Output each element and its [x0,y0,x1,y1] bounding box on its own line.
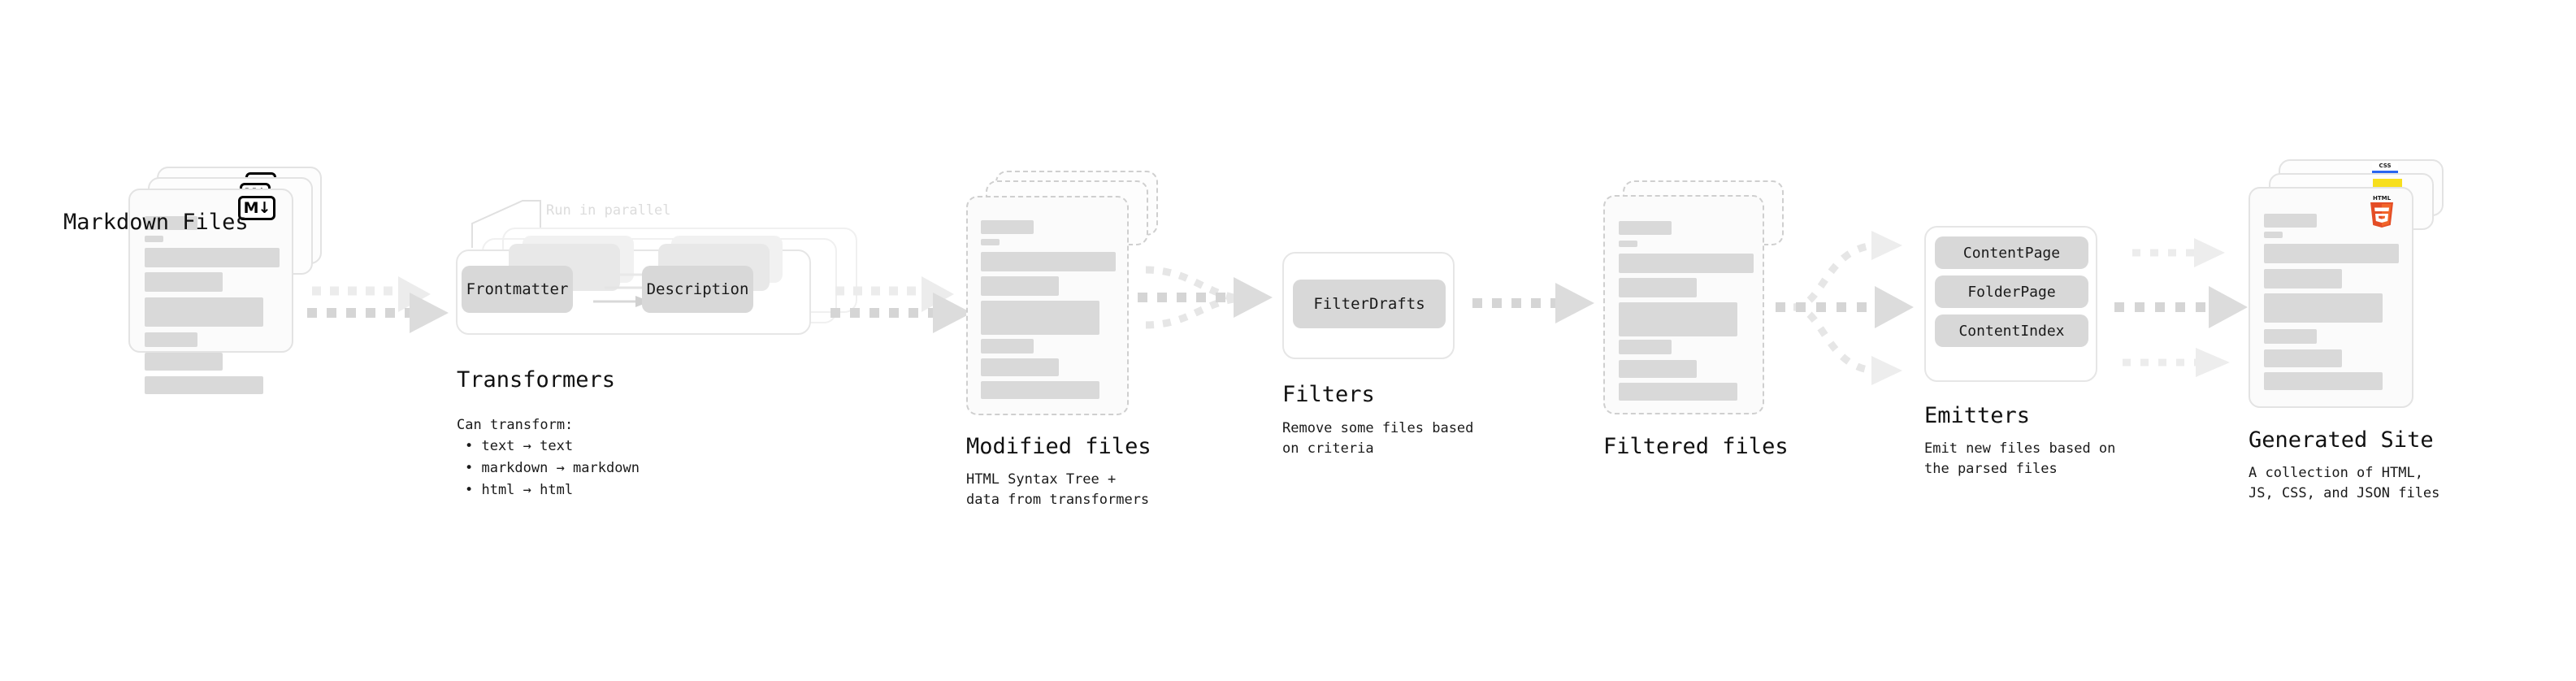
skeleton-bar [2264,349,2342,367]
transformer-chip-description[interactable]: Description [642,266,753,313]
page-title-emitters: Emitters [1924,403,2031,428]
skeleton-bar [1619,278,1697,297]
skeleton-bar [145,236,163,242]
skeleton-bar [981,381,1099,399]
css-badge-bar [2372,171,2398,174]
transformer-chip-label: Description [646,280,749,298]
transformers-bullet-1: • markdown → markdown [465,460,640,476]
skeleton-bar [981,358,1059,376]
skeleton-bar [2264,214,2317,228]
skeleton-bar [981,220,1034,234]
skeleton-bar [981,301,1099,335]
arrow-filtered-to-emitters [1776,231,1914,385]
skeleton-bar [145,248,280,267]
skeleton-bar [145,216,197,230]
skeleton-bar [2264,244,2399,263]
skeleton-bar [2264,329,2317,344]
markdown-logo-icon: M↓ [238,196,275,220]
filter-chip-label: FilterDrafts [1313,295,1425,313]
skeleton-bar [2264,232,2283,238]
emitter-chip-contentindex[interactable]: ContentIndex [1935,314,2088,347]
emitter-chip-contentpage[interactable]: ContentPage [1935,236,2088,269]
skeleton-bar [981,252,1116,271]
emitter-chip-folderpage[interactable]: FolderPage [1935,275,2088,308]
skeleton-bar [2264,269,2342,288]
skeleton-bar [1619,340,1672,354]
transformers-subtitle: Can transform: [457,417,574,433]
page-title-transformers: Transformers [457,367,616,393]
emitter-chip-label: ContentPage [1962,244,2061,262]
skeleton-bar [145,297,263,327]
page-title-generated-site: Generated Site [2249,427,2434,453]
skeleton-bar [1619,360,1697,378]
transformer-chip-label: Frontmatter [466,280,569,298]
emitters-subtitle: Emit new files based on the parsed files [1924,440,2116,477]
css-badge-icon: CSS [2372,163,2398,174]
filter-chip-filterdrafts[interactable]: FilterDrafts [1293,280,1446,328]
html5-logo-icon: HTML [2367,193,2396,228]
skeleton-bar [145,332,197,347]
skeleton-bar [981,339,1034,354]
skeleton-bar [1619,221,1672,235]
skeleton-bar [981,239,1000,245]
skeleton-bar [145,272,223,292]
page-title-filters: Filters [1282,382,1375,407]
run-in-parallel-label: Run in parallel [546,202,671,219]
css-badge-label: CSS [2379,163,2392,169]
arrow-md-to-transformers [307,276,449,333]
transformers-bullet-0: • text → text [465,438,574,454]
generated-site-subtitle: A collection of HTML, JS, CSS, and JSON … [2249,465,2440,501]
skeleton-bar [145,376,263,394]
skeleton-bar [1619,383,1737,401]
skeleton-bar [2264,372,2383,390]
skeleton-bar [1619,254,1754,273]
transformer-chip-frontmatter[interactable]: Frontmatter [462,266,573,313]
page-title-modified-files: Modified files [966,434,1151,459]
filters-subtitle: Remove some files based on criteria [1282,420,1474,457]
skeleton-bar [1619,241,1637,247]
svg-text:HTML: HTML [2373,195,2392,202]
skeleton-bar [145,353,223,371]
skeleton-bar [981,276,1059,296]
page-title-filtered-files: Filtered files [1603,434,1789,459]
modified-files-subtitle: HTML Syntax Tree + data from transformer… [966,471,1150,508]
skeleton-bar [1619,302,1737,336]
emitter-chip-label: ContentIndex [1958,322,2065,340]
skeleton-bar [2264,293,2383,323]
transformers-bullet-2: • html → html [465,482,574,498]
arrow-filters-to-filtered [1472,283,1594,323]
page-title-markdown: Markdown Files [63,210,249,235]
emitter-chip-label: FolderPage [1967,283,2056,301]
arrow-modified-to-filters [1138,266,1273,329]
